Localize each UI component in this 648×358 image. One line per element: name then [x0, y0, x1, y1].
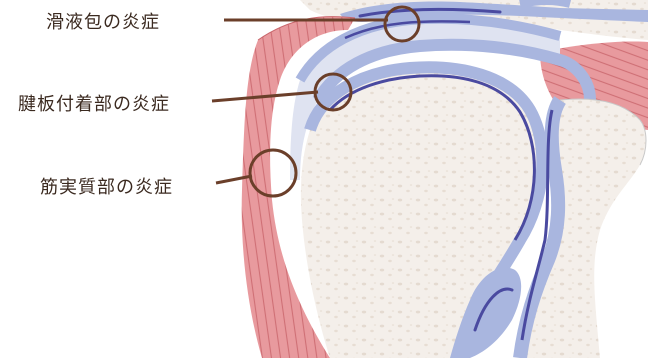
- label-bursa-inflammation: 滑液包の炎症: [46, 8, 160, 34]
- label-insertion-inflammation: 腱板付着部の炎症: [18, 90, 170, 116]
- label-substance-inflammation: 筋実質部の炎症: [40, 173, 173, 199]
